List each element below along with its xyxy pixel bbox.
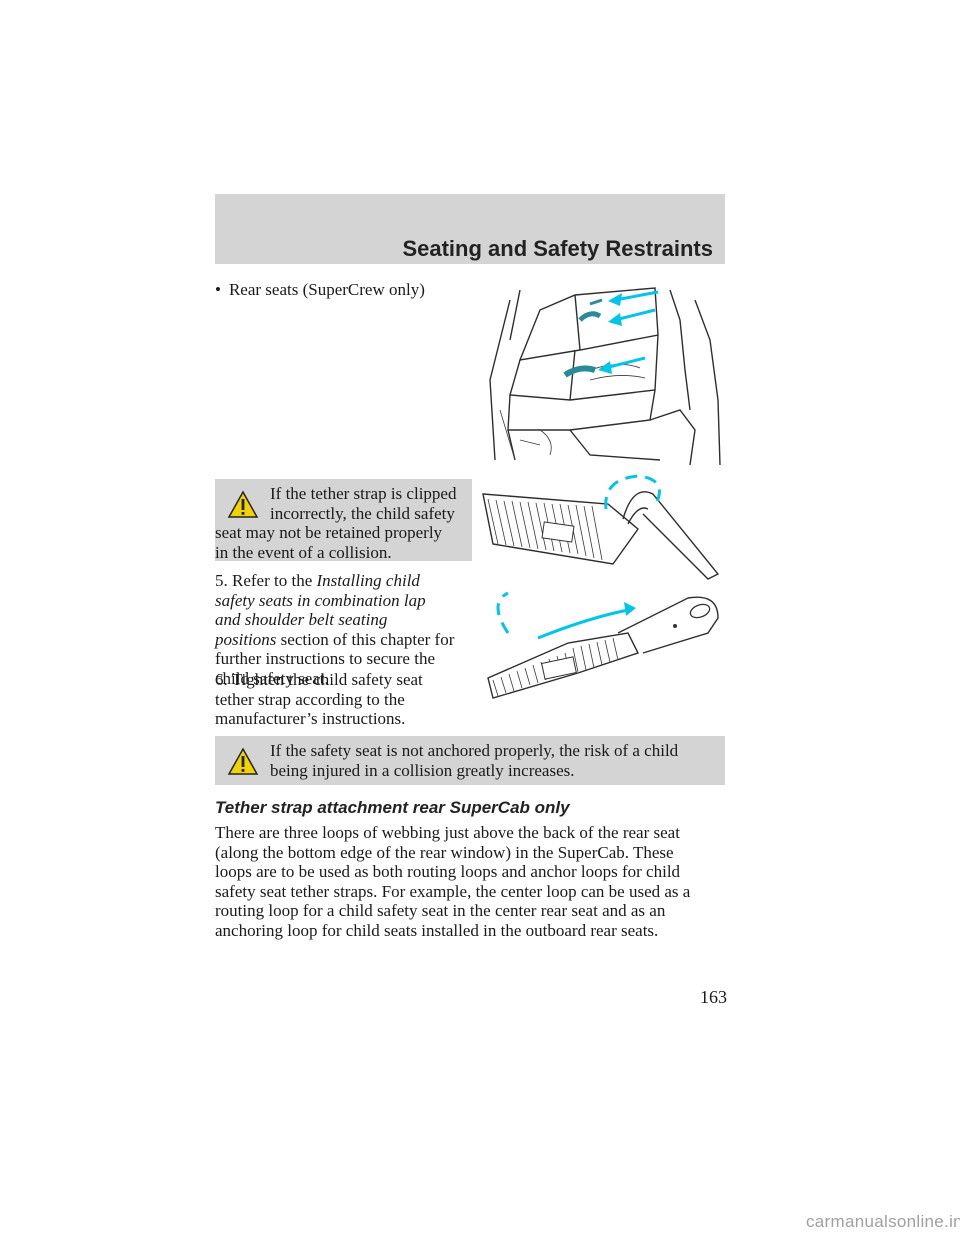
warning-triangle-icon	[227, 490, 259, 518]
crossref-line: safety seats in combination lap	[215, 590, 426, 610]
warning-box: If the safety seat is not anchored prope…	[215, 736, 725, 785]
step-6-text: manufacturer’s instructions.	[215, 709, 406, 728]
section-heading: Tether strap attachment rear SuperCab on…	[215, 798, 570, 817]
footer-watermark: carmanualsonline.info	[806, 1212, 960, 1231]
warning-text-line: If the safety seat is not anchored prope…	[270, 741, 679, 760]
paragraph-line: loops are to be used as both routing loo…	[215, 862, 681, 881]
warning-text-line: being injured in a collision greatly inc…	[270, 760, 575, 780]
warning-text-line: seat may not be retained properly	[215, 523, 443, 542]
warning-box: If the tether strap is clipped incorrect…	[215, 479, 472, 562]
tether-buckle-illustration	[487, 591, 719, 699]
page-header-title: Seating and Safety Restraints	[402, 236, 713, 261]
page-number: 163	[700, 987, 727, 1007]
arrow-icon	[608, 308, 656, 326]
crossref-line: positions	[215, 629, 277, 649]
arrow-icon	[608, 290, 659, 306]
crossref-line: and shoulder belt seating	[215, 610, 388, 629]
step-5-number: 5. Refer to the	[215, 571, 317, 590]
paragraph-line: safety seat tether straps. For example, …	[215, 881, 691, 901]
bullet-text: Rear seats (SuperCrew only)	[228, 280, 425, 299]
step-6-text: 6. Tighten the child safety seat	[215, 670, 423, 689]
warning-triangle-icon	[227, 747, 259, 775]
paragraph-line: There are three loops of webbing just ab…	[215, 823, 680, 842]
step-6-text: tether strap according to the	[215, 689, 405, 709]
warning-text-line: in the event of a collision.	[215, 542, 392, 562]
paragraph-line: (along the bottom edge of the rear windo…	[215, 842, 674, 862]
tether-hook-illustration	[482, 474, 720, 580]
paragraph-line: anchoring loop for child seats installed…	[215, 920, 659, 940]
step-5-text: child safety seat.	[215, 668, 329, 688]
bullet-item: • Rear seats (SuperCrew only)	[215, 280, 475, 300]
step-5-text: further instructions to secure the	[215, 649, 435, 668]
step-5-text: section of this chapter for	[276, 629, 455, 649]
warning-text-line: incorrectly, the child safety	[270, 503, 455, 523]
warning-text-line: If the tether strap is clipped	[270, 484, 457, 503]
arrow-icon	[598, 356, 646, 374]
header-band: Seating and Safety Restraints	[215, 194, 725, 264]
rear-seats-illustration	[489, 287, 721, 466]
bullet-marker: •	[215, 280, 221, 299]
section-paragraph: There are three loops of webbing just ab…	[215, 823, 730, 940]
step-5: 5. Refer to the Installing child safety …	[215, 571, 473, 688]
step-6: 6. Tighten the child safety seat tether …	[215, 670, 473, 729]
paragraph-line: routing loop for a child safety seat in …	[215, 901, 666, 920]
crossref-line: Installing child	[316, 571, 420, 590]
